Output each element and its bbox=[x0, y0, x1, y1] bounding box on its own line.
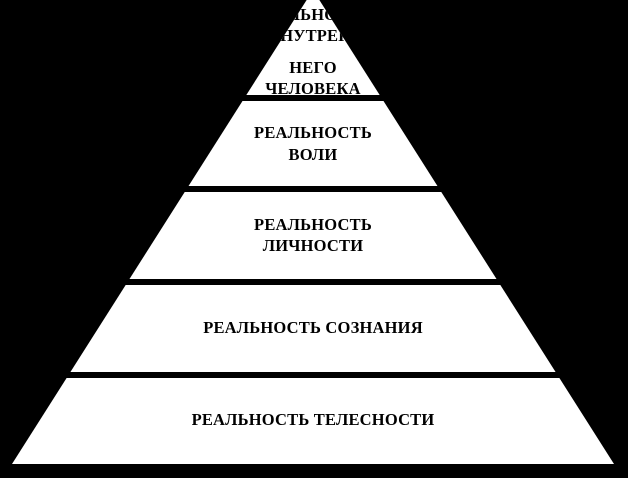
pyramid-tier-label-consciousness: РЕАЛЬНОСТЬ СОЗНАНИЯ bbox=[203, 318, 423, 337]
pyramid-tier-label-line: ВОЛИ bbox=[289, 145, 338, 164]
pyramid-tier-label-line: РЕАЛЬНОСТЬ bbox=[254, 5, 372, 24]
pyramid-tier-personality bbox=[129, 192, 497, 279]
pyramid-tier-label-line: РЕАЛЬНОСТЬ bbox=[254, 123, 372, 142]
pyramid-tier-label-line: РЕАЛЬНОСТЬ ТЕЛЕСНОСТИ bbox=[192, 410, 435, 429]
pyramid-tier-inner-human bbox=[246, 0, 380, 95]
pyramid-tier-label-line: РЕАЛЬНОСТЬ СОЗНАНИЯ bbox=[203, 318, 423, 337]
pyramid-tier-label-corporeality: РЕАЛЬНОСТЬ ТЕЛЕСНОСТИ bbox=[192, 410, 435, 429]
pyramid-tier-will bbox=[188, 101, 438, 186]
pyramid-tier-label-line: ВНУТРЕН- bbox=[269, 26, 357, 45]
pyramid-tier-label-line: РЕАЛЬНОСТЬ bbox=[254, 215, 372, 234]
pyramid-tier-label-personality: РЕАЛЬНОСТЬ ЛИЧНОСТИ bbox=[254, 215, 372, 255]
pyramid-tier-label-line: ЧЕЛОВЕКА bbox=[265, 79, 361, 98]
pyramid-tier-label-line: НЕГО bbox=[289, 58, 337, 77]
pyramid-tier-label-will: РЕАЛЬНОСТЬ ВОЛИ bbox=[254, 123, 372, 164]
pyramid-tier-corporeality bbox=[12, 378, 614, 464]
pyramid-tier-consciousness bbox=[70, 285, 556, 372]
pyramid-tier-label-line: ЛИЧНОСТИ bbox=[263, 236, 363, 255]
